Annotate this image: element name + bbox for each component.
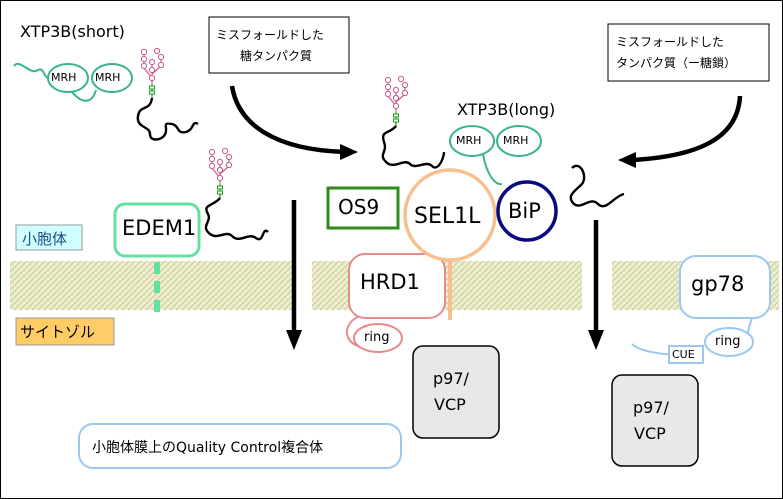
hrd1-ring-domain [353, 323, 403, 353]
hrd1-box [348, 253, 446, 319]
cue-label: CUE [672, 348, 695, 361]
p97-label-line1: p97/ [633, 398, 669, 417]
glycan-icon [140, 47, 165, 99]
mrh-domain-short-1 [47, 63, 89, 93]
misfolded-protein-chain [204, 197, 269, 241]
misfolded-nonglyco-box [607, 23, 770, 82]
er-lumen-label: 小胞体 [22, 230, 68, 248]
complex-caption-box [78, 423, 402, 469]
sel1l-label: SEL1L [414, 204, 481, 229]
mrh-label: MRH [51, 71, 77, 84]
misfolded-glyco-line1: ミスフォールドした [216, 28, 325, 42]
sel1l-circle [403, 168, 497, 262]
xtp3b-long-label: XTP3B(long) [457, 100, 556, 119]
p97-label-line2: VCP [434, 395, 466, 414]
arrowhead [340, 144, 358, 160]
p97-label-line1: p97/ [433, 369, 469, 388]
mrh-label: MRH [503, 134, 529, 147]
misfolded-protein-chain [381, 125, 446, 169]
edem1-label: EDEM1 [122, 216, 197, 240]
p97-vcp-box-right [611, 374, 699, 467]
mrh-domain-long-2 [496, 125, 542, 157]
gp78-box [679, 255, 771, 319]
gp78-label: gp78 [691, 272, 745, 296]
arrowhead [618, 152, 636, 168]
p97-label-line2: VCP [634, 424, 666, 443]
arrowhead [286, 330, 302, 350]
complex-caption: 小胞体膜上のQuality Control複合体 [92, 440, 324, 456]
glycan-icon [384, 75, 409, 127]
er-lumen-label-box [15, 224, 83, 251]
hrd1-label: HRD1 [360, 270, 420, 294]
mrh-label: MRH [95, 71, 121, 84]
hrd1-tail [346, 315, 361, 347]
cytosol-label-box [15, 317, 115, 346]
os9-box [326, 186, 400, 230]
os9-label: OS9 [338, 195, 380, 219]
misfolded-nonglyco-line2: タンパク質（ー糖鎖） [616, 56, 737, 70]
misfolded-protein-chain-nonglyco [569, 164, 625, 208]
cytosol-label: サイトゾル [20, 323, 96, 341]
gp78-ring-label: ring [715, 334, 741, 349]
misfolded-glyco-line2: 糖タンパク質 [240, 49, 313, 63]
hrd1-ring-label: ring [364, 330, 390, 345]
misfolded-protein-chain [136, 97, 199, 141]
bip-circle [496, 180, 558, 242]
mrh-label: MRH [456, 134, 482, 147]
arrow-glycoprotein-to-complex [229, 85, 347, 155]
p97-vcp-box-center [412, 345, 500, 439]
misfolded-nonglyco-line1: ミスフォールドした [616, 35, 725, 49]
bip-label: BiP [508, 199, 541, 223]
mrh-domain-short-2 [91, 63, 133, 93]
xtp3b-short-linker [71, 89, 97, 102]
membrane-left [10, 261, 293, 310]
cue-domain-box [668, 345, 704, 364]
arrowhead [588, 330, 604, 350]
xtp3b-short-label: XTP3B(short) [20, 22, 125, 41]
edem1-box [113, 202, 201, 258]
arrow-nonglyco-to-complex [631, 95, 743, 163]
mrh-domain-long-1 [449, 125, 495, 157]
gp78-ring-domain [704, 327, 754, 357]
glycan-icon [208, 147, 233, 199]
xtp3b-short-strand [13, 63, 51, 80]
misfolded-glyco-box [208, 16, 350, 74]
